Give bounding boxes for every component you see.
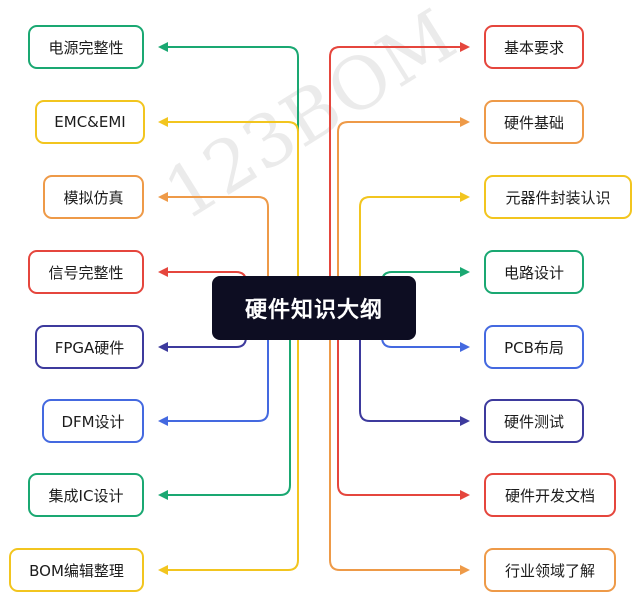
connector-arrowhead-right-4 bbox=[460, 342, 470, 352]
node-pcb-layout: PCB布局 bbox=[484, 325, 584, 369]
connector-arrowhead-right-6 bbox=[460, 490, 470, 500]
node-hardware-testing: 硬件测试 bbox=[484, 399, 584, 443]
connector-arrowhead-right-3 bbox=[460, 267, 470, 277]
central-topic: 硬件知识大纲 bbox=[212, 276, 416, 340]
node-dfm-design: DFM设计 bbox=[42, 399, 144, 443]
connector-line-right-2 bbox=[359, 196, 462, 282]
node-ic-design: 集成IC设计 bbox=[28, 473, 144, 517]
node-power-integrity: 电源完整性 bbox=[28, 25, 144, 69]
node-dev-documentation: 硬件开发文档 bbox=[484, 473, 616, 517]
node-bom-editing: BOM编辑整理 bbox=[9, 548, 144, 592]
connector-arrowhead-left-0 bbox=[158, 42, 168, 52]
connector-arrowhead-left-5 bbox=[158, 416, 168, 426]
connector-line-left-1 bbox=[166, 121, 299, 310]
connector-line-left-2 bbox=[166, 196, 269, 300]
node-signal-integrity: 信号完整性 bbox=[28, 250, 144, 294]
connector-line-left-5 bbox=[166, 326, 269, 422]
connector-arrowhead-right-7 bbox=[460, 565, 470, 575]
connector-line-right-6 bbox=[337, 338, 462, 496]
connector-arrowhead-right-2 bbox=[460, 192, 470, 202]
node-fpga-hardware: FPGA硬件 bbox=[35, 325, 144, 369]
connector-line-left-6 bbox=[166, 338, 291, 496]
connector-arrowhead-left-4 bbox=[158, 342, 168, 352]
connector-arrowhead-left-1 bbox=[158, 117, 168, 127]
connector-line-right-1 bbox=[337, 121, 462, 282]
node-hardware-basics: 硬件基础 bbox=[484, 100, 584, 144]
connector-line-right-7 bbox=[329, 338, 462, 571]
connector-arrowhead-left-6 bbox=[158, 490, 168, 500]
connector-line-right-0 bbox=[329, 46, 462, 282]
connector-line-left-0 bbox=[166, 46, 299, 310]
node-component-packages: 元器件封装认识 bbox=[484, 175, 632, 219]
node-emc-emi: EMC&EMI bbox=[35, 100, 145, 144]
connector-line-right-5 bbox=[359, 338, 462, 422]
connector-arrowhead-right-5 bbox=[460, 416, 470, 426]
connector-arrowhead-left-3 bbox=[158, 267, 168, 277]
node-basic-requirements: 基本要求 bbox=[484, 25, 584, 69]
node-analog-simulation: 模拟仿真 bbox=[43, 175, 144, 219]
node-circuit-design: 电路设计 bbox=[484, 250, 584, 294]
connector-arrowhead-right-1 bbox=[460, 117, 470, 127]
connector-arrowhead-right-0 bbox=[460, 42, 470, 52]
connector-arrowhead-left-7 bbox=[158, 565, 168, 575]
connector-line-left-7 bbox=[166, 338, 299, 571]
connector-arrowhead-left-2 bbox=[158, 192, 168, 202]
node-industry-knowledge: 行业领域了解 bbox=[484, 548, 616, 592]
